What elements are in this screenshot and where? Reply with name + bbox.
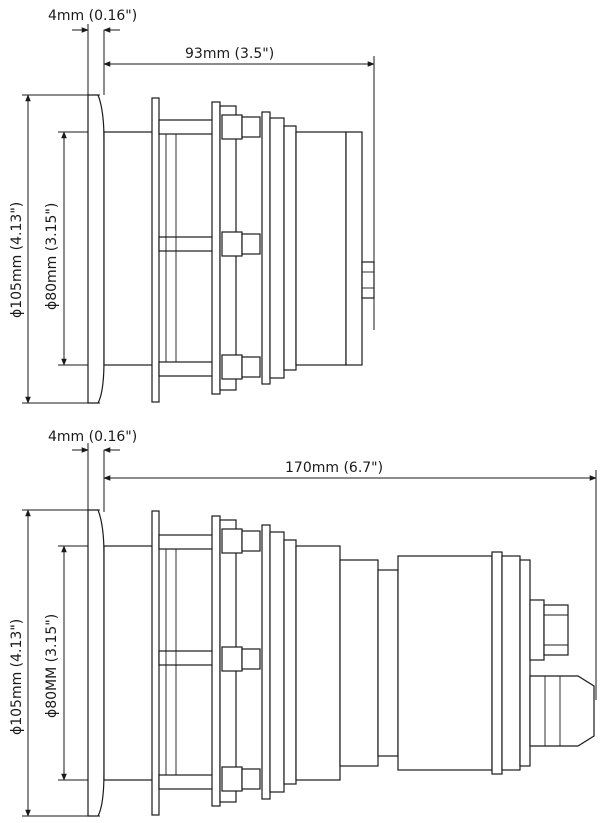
overall-depth-label-2: 170mm (6.7") — [285, 460, 383, 476]
flange-thickness-label-2: 4mm (0.16") — [48, 429, 137, 445]
overall-depth-dimension-2: 170mm (6.7") — [103, 460, 597, 700]
flange-thickness-label: 4mm (0.16") — [48, 8, 137, 24]
overall-depth-label: 93mm (3.5") — [185, 46, 274, 62]
outer-diameter-label-2: ϕ105mm (4.13") — [9, 619, 25, 735]
inner-diameter-label: ϕ80mm (3.15") — [44, 203, 60, 310]
view-long: 4mm (0.16") 170mm (6.7") ϕ105mm (4.13") … — [9, 429, 597, 817]
overall-depth-dimension: 93mm (3.5") — [103, 46, 375, 330]
flange-thickness-dimension-2: 4mm (0.16") — [48, 429, 137, 512]
view-short: 4mm (0.16") 93mm (3.5") ϕ105mm (4.13") ϕ… — [9, 8, 375, 404]
outer-diameter-dimension-2: ϕ105mm (4.13") — [9, 509, 100, 817]
outer-diameter-label: ϕ105mm (4.13") — [9, 202, 25, 318]
fixture-long-body — [87, 509, 595, 817]
flange-thickness-dimension: 4mm (0.16") — [48, 8, 137, 95]
outer-diameter-dimension: ϕ105mm (4.13") — [9, 94, 100, 404]
fixture-short-body — [87, 94, 375, 404]
inner-diameter-label-2: ϕ80MM (3.15") — [44, 614, 60, 718]
